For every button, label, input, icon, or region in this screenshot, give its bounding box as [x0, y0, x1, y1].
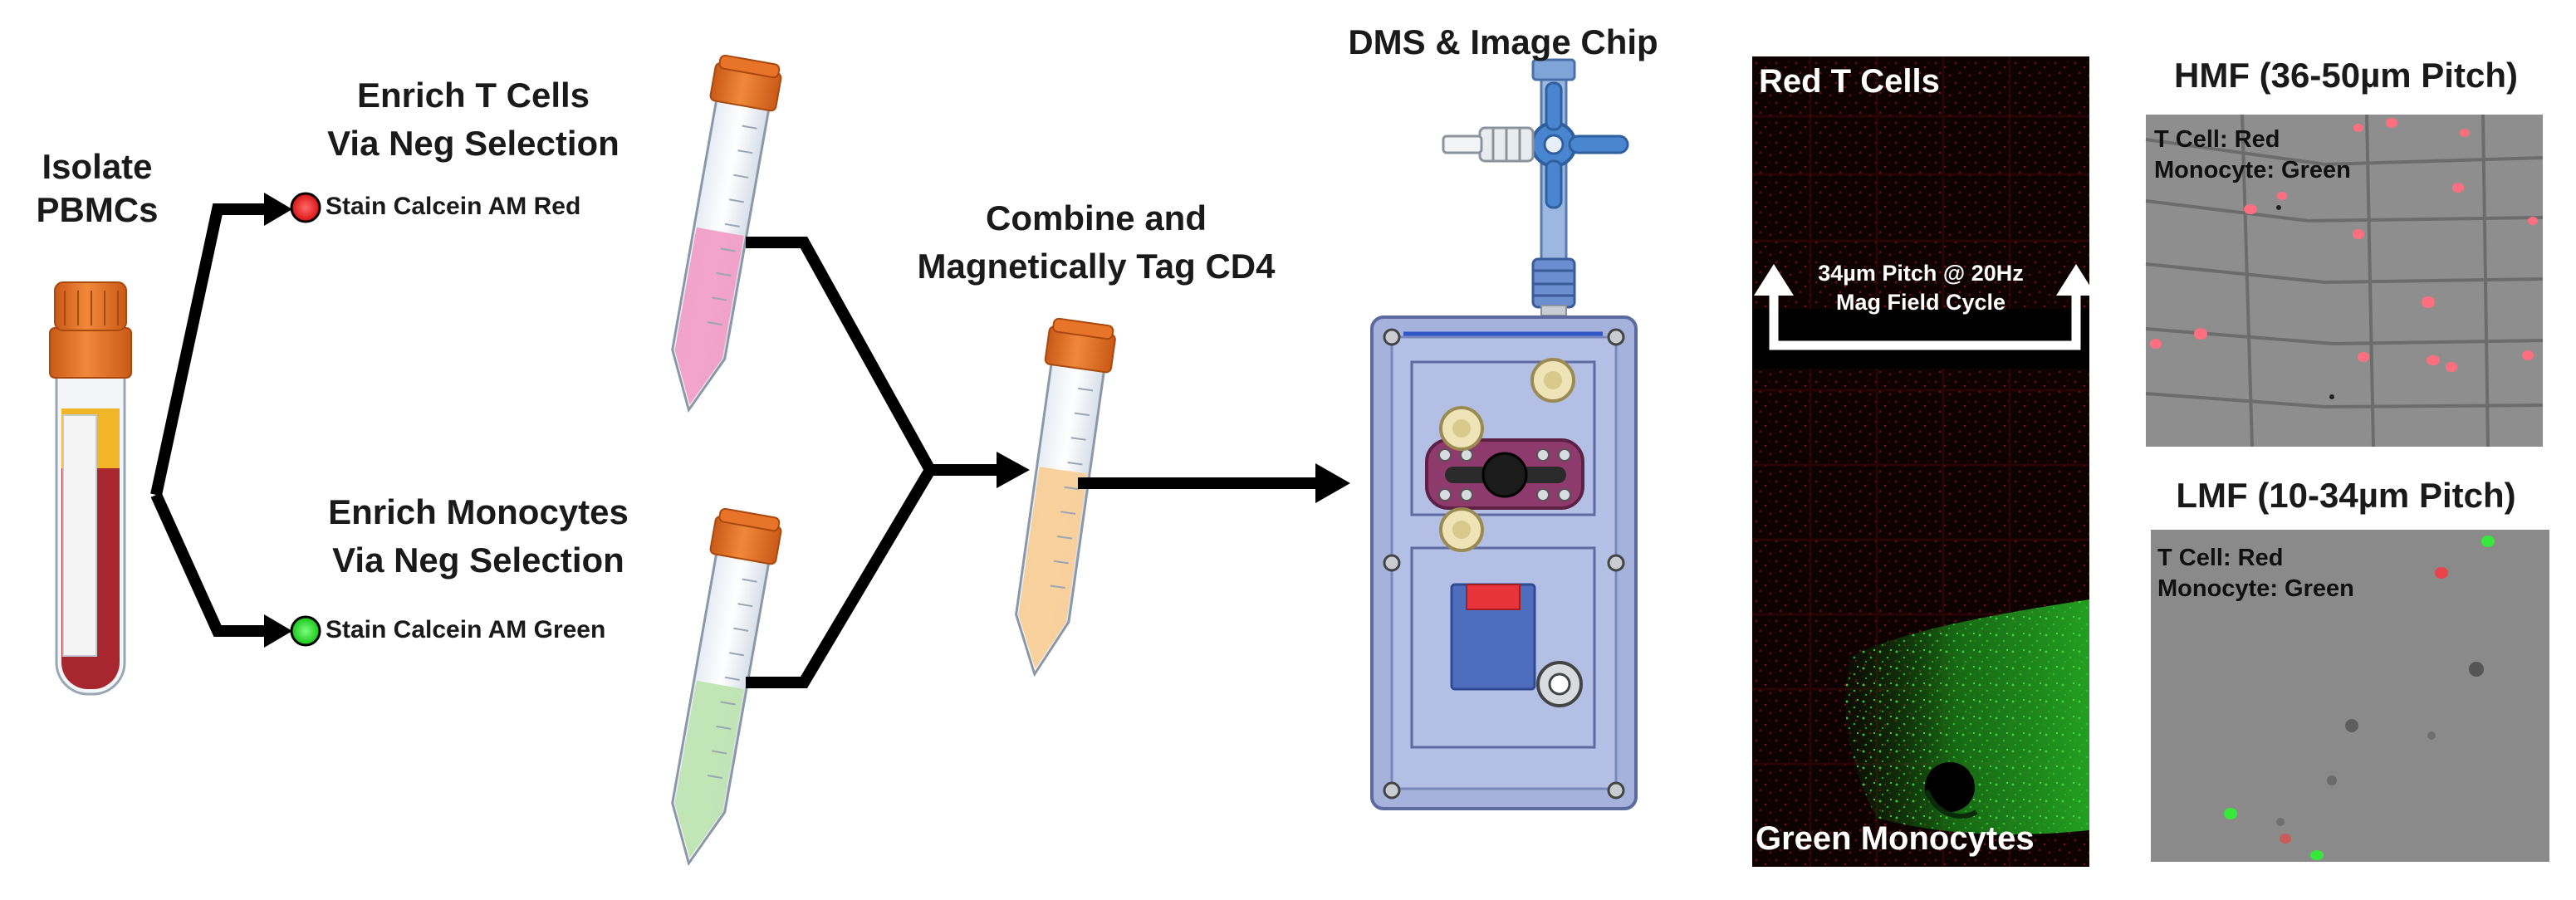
isolate-pbmcs-label: Isolate PBMCs [36, 147, 159, 229]
hmf-legend: T Cell: Red Monocyte: Green [2154, 126, 2351, 183]
chip-arrow-head [1315, 463, 1350, 503]
red-stain-dot [290, 192, 321, 223]
stain-red-label: Stain Calcein AM Red [326, 193, 581, 220]
merge-arrow-bottom [746, 467, 936, 688]
lmf-legend: T Cell: Red Monocyte: Green [2157, 545, 2354, 602]
bracket-arrow-icon [1769, 291, 2081, 350]
fluorescence-micrograph [1752, 56, 2089, 867]
valve-icon [1442, 58, 1629, 316]
green-conical-tube-icon [671, 507, 782, 867]
pink-conical-tube-icon [671, 54, 782, 413]
orange-conical-tube-icon [1015, 317, 1116, 677]
merge-arrow-top [746, 237, 936, 473]
merge-arrows [746, 237, 1002, 688]
hmf-micrograph [2145, 114, 2544, 448]
blood-tube-icon [49, 281, 132, 696]
lmf-title: LMF (10-34µm Pitch) [2176, 476, 2516, 515]
branch-arrow-up [150, 203, 275, 496]
micrograph-top-label: Red T Cells [1759, 63, 1940, 100]
enrich-t-cells-label: Enrich T Cells Via Neg Selection [327, 76, 620, 163]
hmf-title: HMF (36-50µm Pitch) [2174, 56, 2518, 95]
lmf-micrograph [2151, 530, 2549, 862]
pitch-caption: 34µm Pitch @ 20Hz Mag Field Cycle [1818, 261, 2024, 315]
arrow-heads-left [264, 193, 292, 648]
combine-tag-label: Combine and Magnetically Tag CD4 [917, 198, 1276, 286]
enrich-monocytes-label: Enrich Monocytes Via Neg Selection [328, 492, 629, 580]
branch-arrow-down [150, 492, 275, 637]
branch-arrows [150, 203, 275, 637]
green-stain-dot [290, 615, 321, 647]
merge-arrow-head [997, 452, 1030, 488]
bracket-arrow-head-right [2056, 264, 2096, 296]
dms-chip-icon [1370, 315, 1638, 810]
stain-green-label: Stain Calcein AM Green [326, 616, 606, 643]
bracket-arrow-head-left [1754, 264, 1794, 296]
chip-title: DMS & Image Chip [1348, 22, 1658, 61]
micrograph-bottom-label: Green Monocytes [1756, 820, 2035, 857]
